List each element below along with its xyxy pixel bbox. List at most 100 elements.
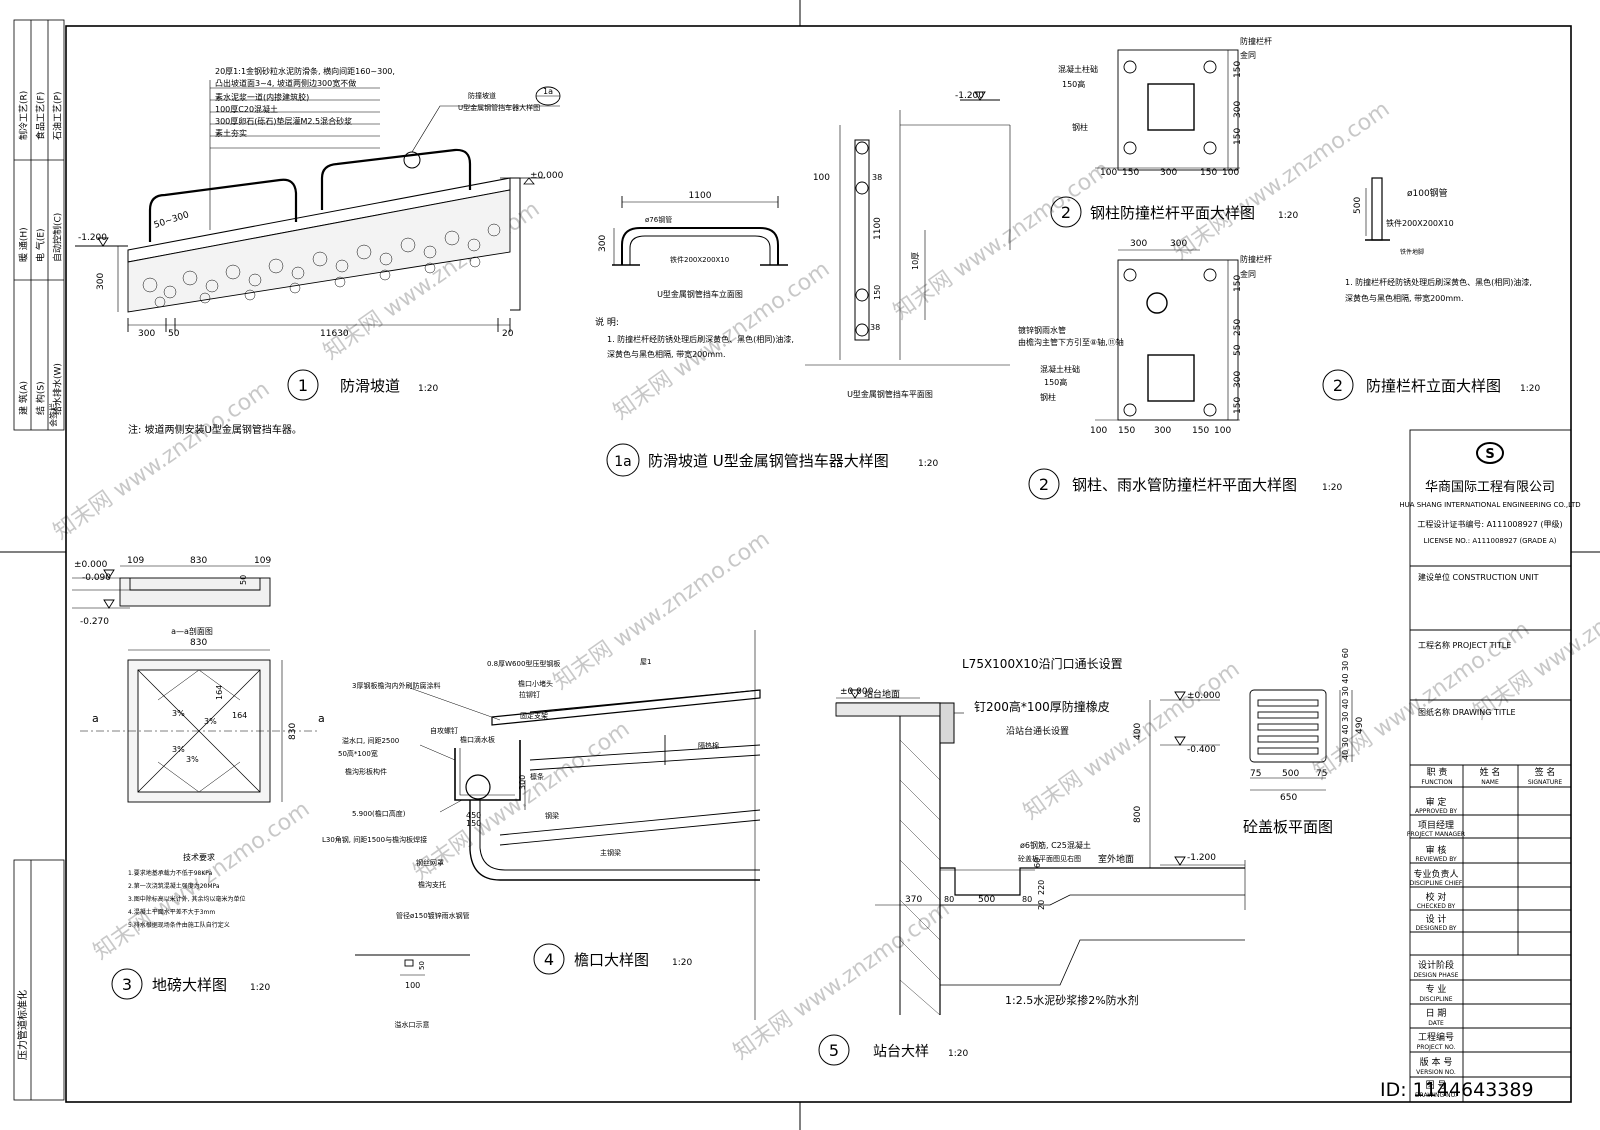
detail-title: 砼盖板平面图 <box>1243 818 1333 836</box>
caption: U型金属钢管挡车立面图 <box>657 289 743 299</box>
dim: 80 <box>1022 895 1032 904</box>
image-id: ID: 1144643389 <box>1380 1079 1534 1101</box>
dim: 300 <box>1160 168 1177 178</box>
req-line: 4.混凝土平面水平差不大于3mm <box>128 908 215 916</box>
dim: 1100 <box>873 217 883 240</box>
slope: 3% <box>204 717 217 726</box>
dim: 20 <box>1037 900 1046 910</box>
info-label-en: DRAWING NO. <box>1415 1092 1457 1099</box>
info-label-en: DESIGN PHASE <box>1414 972 1459 979</box>
detail-6-cover-plate <box>1249 689 1353 791</box>
dim: 490 <box>1355 717 1365 734</box>
detail-3-weighbridge <box>72 565 320 1000</box>
info-label: 图 号 <box>1426 1080 1447 1091</box>
dim: 铁件200X200X10 <box>670 255 729 264</box>
role-label: 项目经理 <box>1418 819 1454 831</box>
eave-label: 50高*100宽 <box>338 749 378 758</box>
req-line: 5.排水根据现场条件由施工队自行定义 <box>128 921 230 929</box>
role-label-en: CHECKED BY <box>1417 903 1456 910</box>
dim: 150 <box>1122 168 1139 178</box>
dim: 75 <box>1250 769 1261 779</box>
detail-4-eave <box>355 630 761 1020</box>
eave-label: 檐口小堵头 <box>518 679 553 688</box>
leader-label: 钢柱 <box>1040 392 1056 402</box>
note-line: 深黄色与黑色相隔, 带宽200mm. <box>607 349 725 359</box>
leader-label: ø100钢管 <box>1407 187 1448 199</box>
req-line: 1.要求地基承载力不低于98KPa <box>128 869 213 877</box>
leader-label: 金同 <box>1240 50 1256 60</box>
info-label: 日 期 <box>1426 1008 1447 1019</box>
dim: 220 <box>1037 880 1046 895</box>
eave-label: 固定支架 <box>520 711 548 720</box>
slope: 3% <box>186 755 199 764</box>
caption: 溢水口示意 <box>395 1020 430 1029</box>
sidebar-discipline-label: 电 气(E) <box>35 228 47 262</box>
dim: 38 <box>870 323 880 332</box>
dim: 650 <box>1280 793 1297 803</box>
level: ±0.000 <box>1187 691 1221 701</box>
table-header-en: SIGNATURE <box>1528 779 1563 786</box>
company-name-en: HUA SHANG INTERNATIONAL ENGINEERING CO.,… <box>1399 501 1580 509</box>
detail-title: 防滑坡道 <box>340 377 400 395</box>
sidebar-discipline-label: 建 筑(A) <box>18 381 30 415</box>
slope: 3% <box>172 745 185 754</box>
dim: 164 <box>215 685 224 700</box>
sidebar-discipline-label: 制冷工艺(R) <box>18 91 30 140</box>
level: -0.090 <box>82 573 111 583</box>
info-label-en: VERSION NO. <box>1416 1069 1456 1076</box>
detail-1-labels: 20厚1:1金钢砂粒水泥防滑条, 横向间距160~300,凸出坡道面3~4, 坡… <box>78 66 564 436</box>
sidebar-discipline-label: 自动控制(C) <box>52 213 64 262</box>
leader-label: 150高 <box>1044 377 1067 387</box>
req-line: 3.图中除标高以米计外, 其余均以毫米为单位 <box>128 895 246 903</box>
detail-title: 钢柱、雨水管防撞栏杆平面大样图 <box>1072 476 1297 494</box>
role-label: 设 计 <box>1426 913 1447 925</box>
dim: 100 <box>1222 168 1239 178</box>
table-header: 姓 名 <box>1480 766 1501 778</box>
role-label-en: APPROVED BY <box>1415 808 1457 815</box>
leader-label: 混凝土柱础 <box>1040 364 1080 374</box>
label: 砼盖板平面图见右图 <box>1018 854 1081 863</box>
dim: 60 <box>1033 858 1042 868</box>
ramp-layer-note: 素水泥浆一道(内掺建筑胶) <box>215 92 309 102</box>
eave-label: 自攻螺钉 <box>430 726 458 735</box>
dim: 500 <box>1353 197 1363 214</box>
dim: 830 <box>288 723 298 740</box>
cert-number-en: LICENSE NO.: A111008927 (GRADE A) <box>1423 537 1556 545</box>
dim: 100 <box>405 981 420 990</box>
dim: 100 <box>1214 426 1231 436</box>
section-cut: a <box>92 712 99 725</box>
eave-label: 钢丝网罩 <box>416 858 444 867</box>
leader-label: 镀锌钢雨水管 <box>1018 325 1066 335</box>
role-label: 校 对 <box>1426 891 1447 903</box>
level: -1.200 <box>955 91 984 101</box>
dim: 830 <box>190 638 207 648</box>
detail-title: 地磅大样图 <box>152 976 227 994</box>
level: ±0.000 <box>74 560 108 570</box>
role-label-en: PROJECT MANAGER <box>1407 831 1465 838</box>
info-label-en: DISCIPLINE <box>1419 996 1452 1003</box>
sidebar-discipline-label: 暖 通(H) <box>18 227 30 262</box>
dim: 11630 <box>320 329 349 339</box>
ramp-layer-note: 素土夯实 <box>215 128 247 138</box>
detail-number: 2 <box>1333 376 1343 395</box>
eave-label: L30角钢, 间距1500与檐沟板焊接 <box>322 835 427 844</box>
detail-scale: 1:20 <box>1322 483 1342 493</box>
dim: 150 <box>1233 128 1243 145</box>
ramp-layer-note: 100厚C20混凝土 <box>215 104 278 114</box>
pressure-pipe-label: 压力管道标准化 <box>16 990 29 1060</box>
leader-label: U型金属钢管挡车器大样图 <box>458 103 540 112</box>
eave-label: 主钢梁 <box>600 848 621 857</box>
leader-label: 由檐沟主管下方引至⑧轴,⑪轴 <box>1018 337 1124 347</box>
dim: 150 <box>873 285 882 300</box>
dim: 150 <box>1192 426 1209 436</box>
label: 室外地面 <box>1098 853 1134 865</box>
leader-label: 防撞坡道 <box>468 91 496 100</box>
eave-label: 管径ø150镀锌雨水钢管 <box>396 911 470 920</box>
dim: 300 <box>1130 239 1147 249</box>
eave-label: 檐口滴水板 <box>460 735 495 744</box>
marker-label: 1a <box>543 87 553 96</box>
detail-number: 5 <box>829 1041 839 1060</box>
